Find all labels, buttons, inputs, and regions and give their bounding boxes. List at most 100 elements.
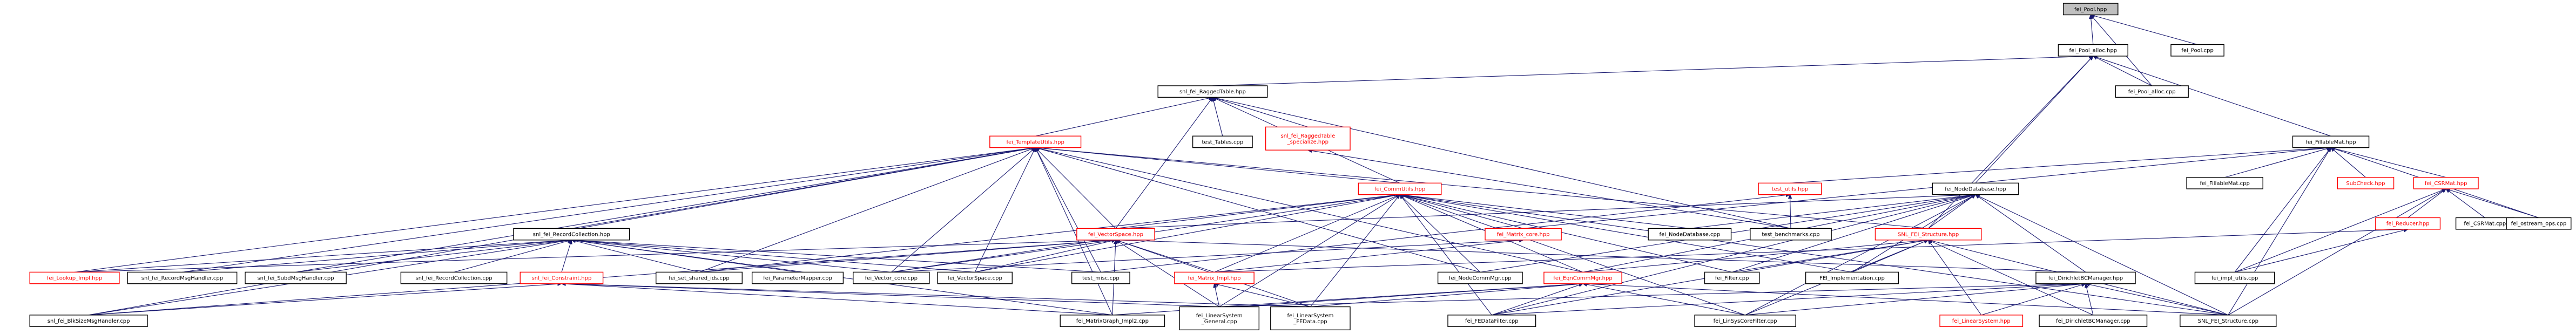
node-box bbox=[1805, 271, 1899, 284]
dependency-edge bbox=[1310, 194, 1400, 307]
node-fei-filter-cpp[interactable]: fei_Filter.cpp bbox=[1704, 271, 1760, 284]
node-box bbox=[29, 271, 120, 284]
node-fei-nodedatabase-hpp[interactable]: fei_NodeDatabase.hpp bbox=[1932, 182, 2019, 195]
dependency-edge bbox=[1582, 283, 1745, 316]
node-box bbox=[2035, 271, 2136, 284]
dependency-edge bbox=[1492, 283, 2086, 316]
dependency-edge bbox=[2085, 283, 2228, 316]
node-fei-vector-core-cpp[interactable]: fei_Vector_core.cpp bbox=[853, 271, 930, 284]
dependency-edge bbox=[1214, 283, 1311, 308]
dependency-edge bbox=[2093, 56, 2331, 137]
node-snl-fei-recordcollection-cpp[interactable]: snl_fei_RecordCollection.cpp bbox=[400, 271, 508, 284]
node-fei-pool-alloc-cpp[interactable]: fei_Pool_alloc.cpp bbox=[2115, 85, 2189, 98]
node-fei-fillablemat-hpp[interactable]: fei_FillableMat.hpp bbox=[2292, 135, 2370, 148]
node-label: fei_EqnCommMgr.hpp bbox=[1553, 276, 1612, 282]
node-fei-linearsystem-general-cpp[interactable]: fei_LinearSystem_General.cpp bbox=[1179, 306, 1260, 331]
dependency-edge bbox=[571, 240, 975, 272]
dependency-edge bbox=[1789, 194, 1791, 229]
node-fei-impl-utils-cpp[interactable]: fei_impl_utils.cpp bbox=[2194, 271, 2275, 284]
node-sub-check-hpp[interactable]: SubCheck.hpp bbox=[2337, 176, 2395, 189]
arrowhead bbox=[1113, 239, 1118, 244]
node-snl-fei-structure-cpp[interactable]: SNL_FEI_Structure.cpp bbox=[2180, 315, 2277, 327]
node-snl-fei-raggedtable-specialize-hpp[interactable]: snl_fei_RaggedTable_specialize.hpp bbox=[1265, 126, 1351, 151]
node-snl-fei-subdmsghandler-cpp[interactable]: snl_fei_SubdMsgHandler.cpp bbox=[245, 271, 347, 284]
dependency-edge bbox=[2224, 147, 2331, 178]
node-fei-csrmat-cpp[interactable]: fei_CSRMat.cpp bbox=[2455, 217, 2514, 230]
node-label: fei_impl_utils.cpp bbox=[2211, 276, 2258, 282]
node-snl-fei-recordcollection-hpp[interactable]: snl_fei_RecordCollection.hpp bbox=[513, 228, 630, 241]
arrowhead bbox=[2090, 14, 2095, 19]
dependency-edge bbox=[1035, 147, 1928, 229]
node-snl-fei-structure-hpp[interactable]: SNL_FEI_Structure.hpp bbox=[1874, 228, 1982, 241]
node-label: fei_Matrix_Impl.hpp bbox=[1188, 276, 1241, 282]
node-fei-vectorspace-cpp[interactable]: fei_VectorSpace.cpp bbox=[937, 271, 1013, 284]
node-box bbox=[2115, 85, 2189, 98]
dependency-edge bbox=[1523, 147, 2331, 229]
node-label: fei_Pool.cpp bbox=[2181, 48, 2214, 54]
node-test-utils-hpp[interactable]: test_utils.hpp bbox=[1758, 182, 1822, 195]
arrowhead bbox=[568, 239, 572, 245]
dependency-edge bbox=[2228, 188, 2446, 316]
node-fei-eqncommmgr-hpp[interactable]: fei_EqnCommMgr.hpp bbox=[1543, 271, 1622, 284]
node-snl-fei-constraint-hpp[interactable]: snl_fei_Constraint.hpp bbox=[520, 271, 604, 284]
dependency-edge bbox=[974, 147, 1036, 272]
node-snl-fei-recordmsghandler-cpp[interactable]: snl_fei_RecordMsgHandler.cpp bbox=[127, 271, 238, 284]
node-label: fei_FEDataFilter.cpp bbox=[1465, 318, 1519, 324]
node-fei-pool-cpp[interactable]: fei_Pool.cpp bbox=[2170, 44, 2224, 57]
dependency-edge bbox=[2446, 188, 2539, 219]
node-fei-nodedatabase-cpp[interactable]: fei_NodeDatabase.cpp bbox=[1648, 228, 1732, 241]
node-fei-matrixgraph-impl2-cpp[interactable]: fei_MatrixGraph_Impl2.cpp bbox=[1060, 315, 1165, 327]
dependency-edge bbox=[89, 283, 562, 316]
node-label: snl_fei_Constraint.hpp bbox=[531, 276, 591, 282]
node-fei-lookup-impl-hpp[interactable]: fei_Lookup_Impl.hpp bbox=[29, 271, 120, 284]
node-fei-dirichletbcmanager-hpp[interactable]: fei_DirichletBCManager.hpp bbox=[2035, 271, 2136, 284]
node-fei-parametermapper-cpp[interactable]: fei_ParameterMapper.cpp bbox=[751, 271, 844, 284]
node-test-benchmarks-cpp[interactable]: test_benchmarks.cpp bbox=[1750, 228, 1832, 241]
node-fei-pool-hpp[interactable]: fei_Pool.hpp bbox=[2062, 3, 2119, 16]
node-fei-nodecommmgr-cpp[interactable]: fei_NodeCommMgr.cpp bbox=[1437, 271, 1523, 284]
dependency-edge bbox=[2234, 229, 2408, 272]
dependency-edge bbox=[295, 147, 1036, 272]
node-fei-set-shared-ids-cpp[interactable]: fei_set_shared_ids.cpp bbox=[656, 271, 743, 284]
node-fei-linsyscorefilter-cpp[interactable]: fei_LinSysCoreFilter.cpp bbox=[1694, 315, 1796, 327]
node-box bbox=[1060, 315, 1165, 327]
node-fei-implementation-cpp[interactable]: FEI_Implementation.cpp bbox=[1805, 271, 1899, 284]
node-label: fei_NodeDatabase.hpp bbox=[1945, 187, 2006, 193]
node-label: fei_Lookup_Impl.hpp bbox=[47, 276, 102, 282]
node-fei-commutils-hpp[interactable]: fei_CommUtils.hpp bbox=[1358, 182, 1442, 195]
node-fei-ostream-ops-cpp[interactable]: fei_ostream_ops.cpp bbox=[2506, 217, 2572, 230]
node-test-misc-cpp[interactable]: test_misc.cpp bbox=[1071, 271, 1130, 284]
node-fei-reducer-hpp[interactable]: fei_Reducer.hpp bbox=[2375, 217, 2441, 230]
node-label: fei_DirichletBCManager.cpp bbox=[2056, 318, 2130, 324]
node-fei-templateutils-hpp[interactable]: fei_TemplateUtils.hpp bbox=[989, 135, 1082, 148]
node-fei-linearsystem-fedata-cpp[interactable]: fei_LinearSystem_FEData.cpp bbox=[1270, 306, 1351, 331]
node-fei-pool-alloc-hpp[interactable]: fei_Pool_alloc.hpp bbox=[2058, 44, 2128, 57]
node-test-tables-cpp[interactable]: test_Tables.cpp bbox=[1192, 135, 1253, 148]
node-fei-csrmat-hpp[interactable]: fei_CSRMat.hpp bbox=[2413, 176, 2479, 189]
dependency-edge bbox=[1492, 194, 1976, 316]
dependency-edge bbox=[1101, 194, 1790, 272]
arrowhead bbox=[1208, 97, 1213, 102]
node-fei-fedatafilter-cpp[interactable]: fei_FEDataFilter.cpp bbox=[1447, 315, 1536, 327]
node-fei-dirichletbcmanager-cpp[interactable]: fei_DirichletBCManager.cpp bbox=[2039, 315, 2148, 327]
node-fei-matrix-impl-hpp[interactable]: fei_Matrix_Impl.hpp bbox=[1174, 271, 1255, 284]
node-label: fei_Reducer.hpp bbox=[2386, 221, 2430, 227]
node-snl-fei-blksizemsghandler-cpp[interactable]: snl_fei_BlkSizeMsgHandler.cpp bbox=[29, 315, 148, 327]
node-label: snl_fei_RaggedTable_specialize.hpp bbox=[1280, 133, 1335, 145]
dependency-edge bbox=[454, 240, 572, 272]
node-snl-fei-raggedtable-hpp[interactable]: snl_fei_RaggedTable.hpp bbox=[1157, 85, 1268, 98]
dependency-edge bbox=[571, 240, 892, 272]
node-fei-vectorspace-hpp[interactable]: fei_VectorSpace.hpp bbox=[1076, 228, 1155, 241]
node-box bbox=[2058, 44, 2128, 57]
dependency-edge bbox=[1745, 283, 2086, 316]
dependency-edge bbox=[561, 283, 1219, 308]
dependency-edge bbox=[891, 147, 1036, 272]
dependency-edge bbox=[2090, 15, 2094, 45]
node-fei-fillablemat-cpp[interactable]: fei_FillableMat.cpp bbox=[2186, 176, 2263, 189]
node-box bbox=[989, 135, 1082, 148]
dependency-edge bbox=[975, 194, 1400, 272]
node-fei-matrix-core-hpp[interactable]: fei_Matrix_core.hpp bbox=[1485, 228, 1562, 241]
node-box bbox=[1874, 228, 1982, 241]
node-fei-linearsystem-hpp[interactable]: fei_LinearSystem.hpp bbox=[1939, 315, 2024, 327]
